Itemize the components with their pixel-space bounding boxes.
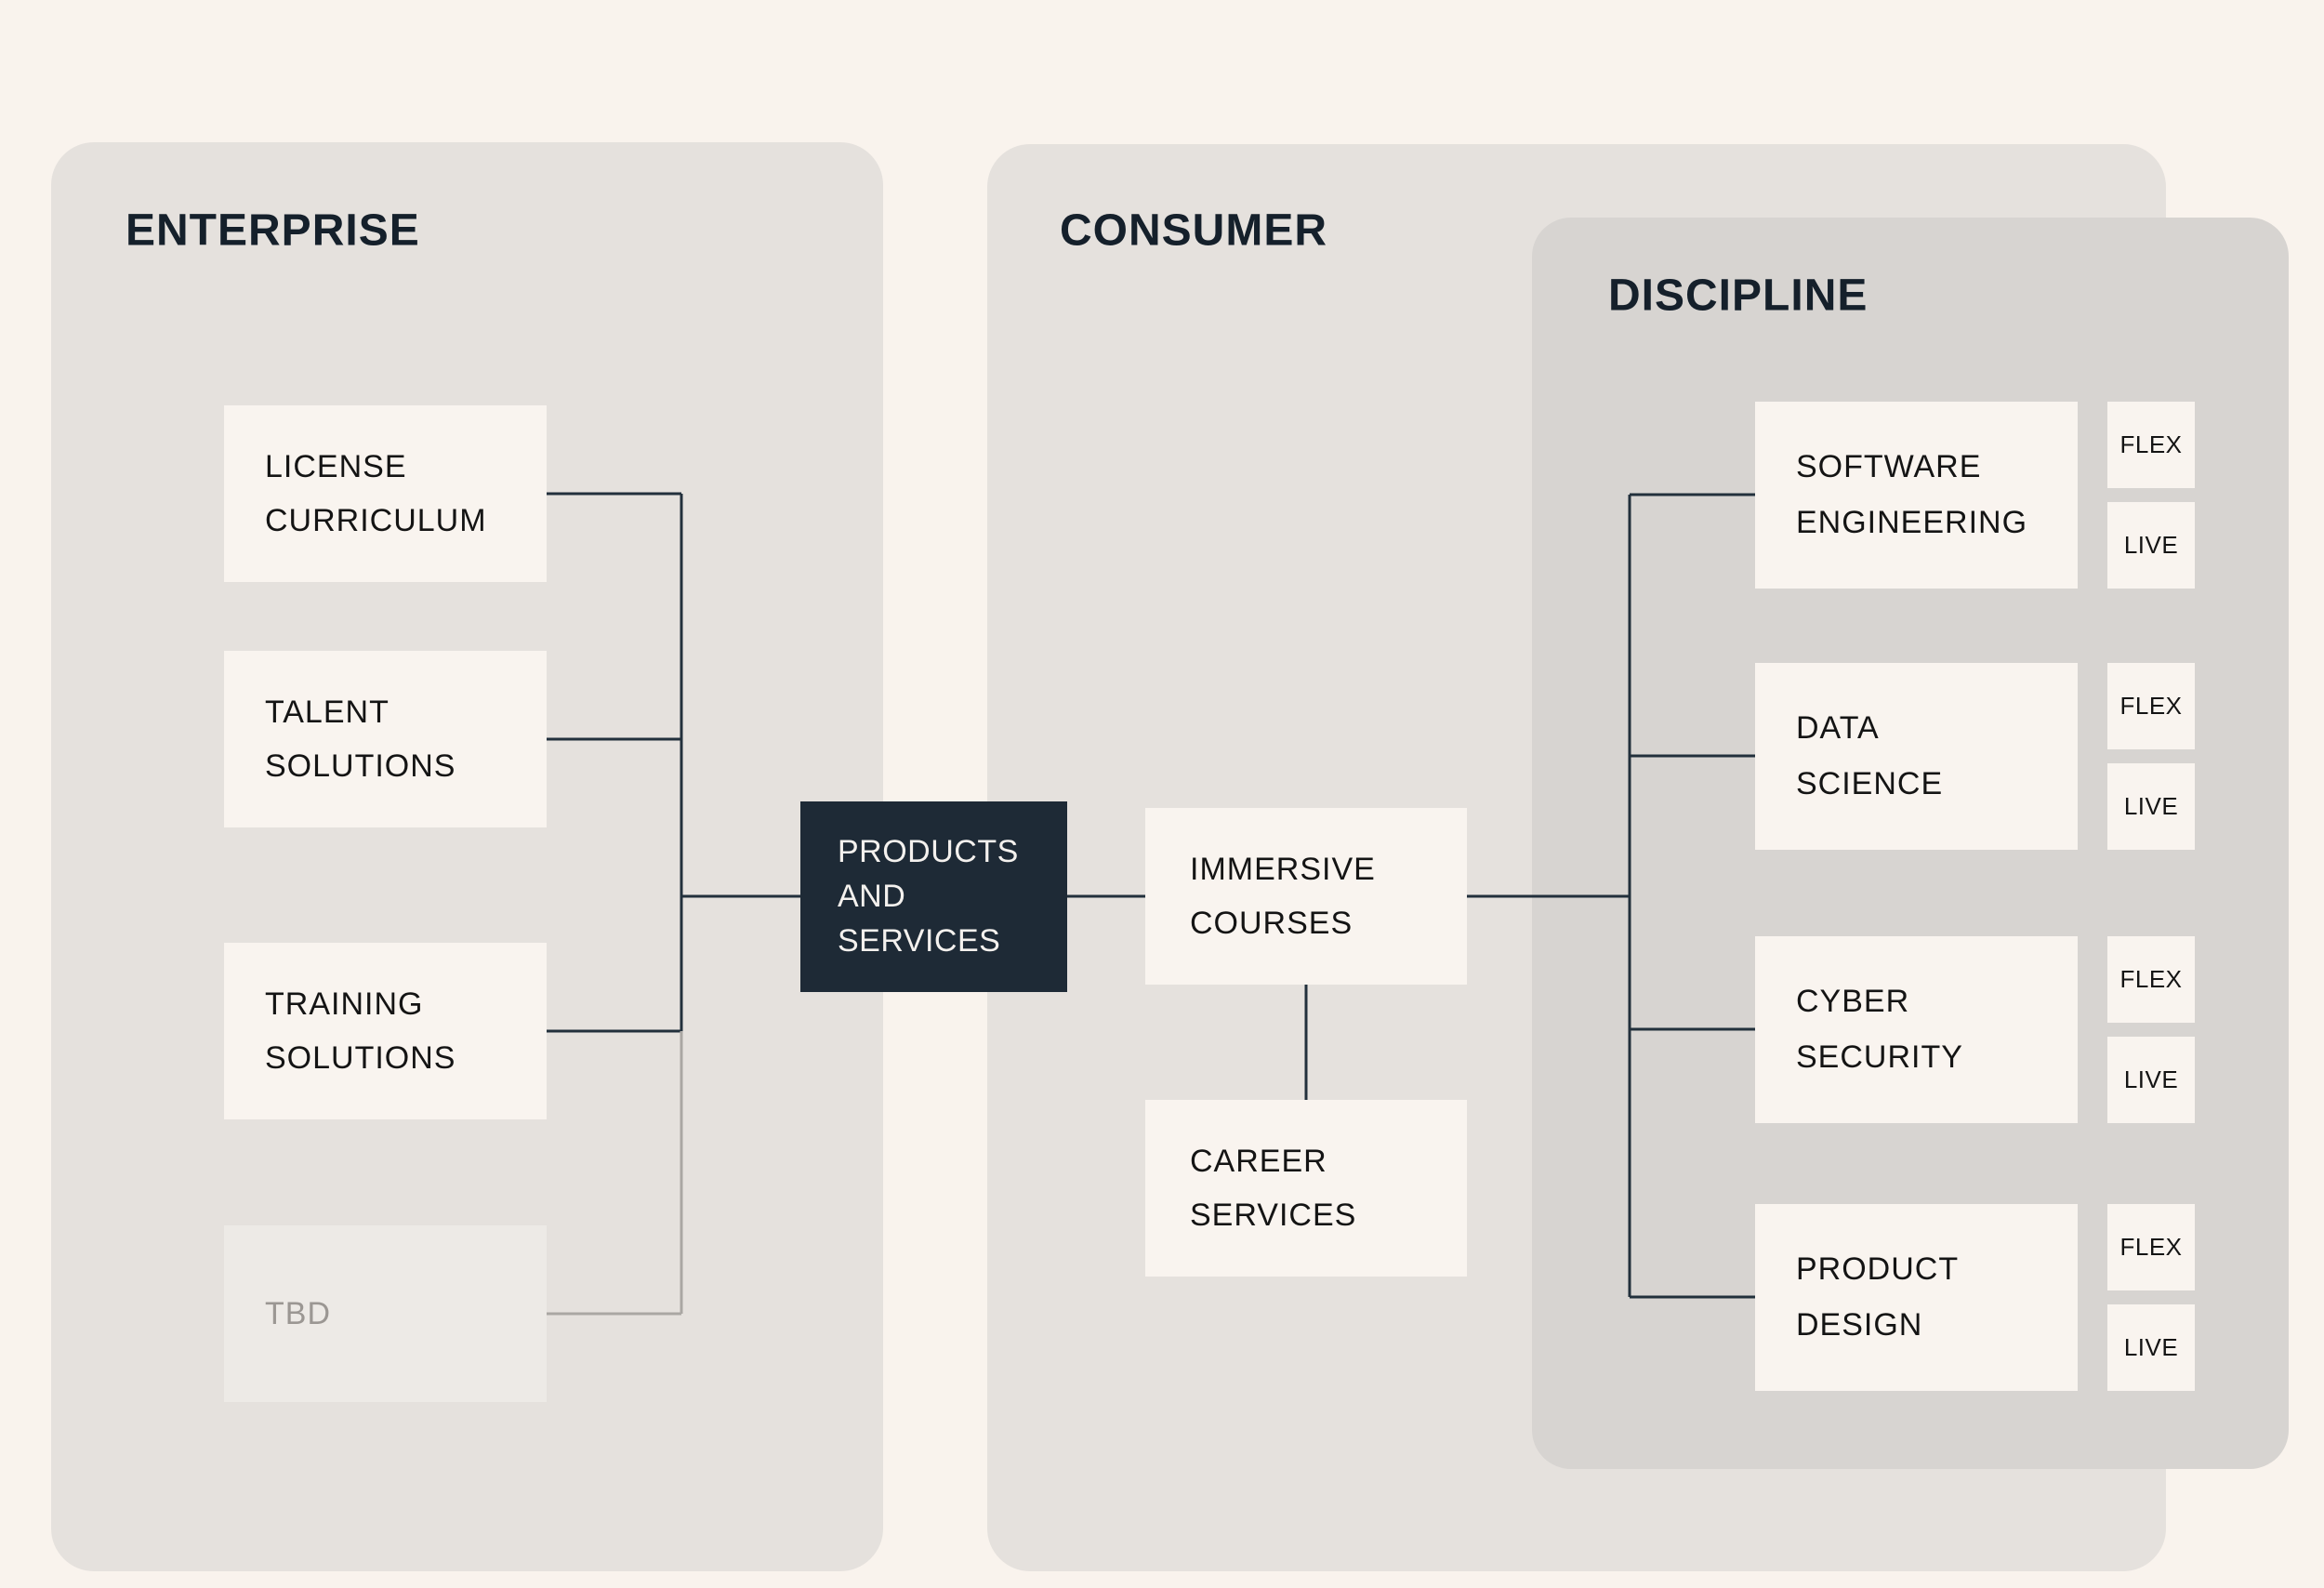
card-product-design (1755, 1204, 2078, 1391)
card-training-solutions-label-line1: TRAINING (265, 986, 423, 1022)
card-cyber-security (1755, 936, 2078, 1123)
card-product-design-label-line2: DESIGN (1796, 1307, 1922, 1343)
card-data-science-label-line2: SCIENCE (1796, 766, 1943, 801)
card-data-science (1755, 663, 2078, 850)
tag-product-live-label: LIVE (2124, 1333, 2178, 1361)
card-tbd-label: TBD (265, 1296, 331, 1331)
card-immersive-courses (1145, 808, 1467, 985)
tag-data-live-label: LIVE (2124, 792, 2178, 820)
tag-data-live (2107, 763, 2195, 850)
card-talent-solutions (224, 651, 547, 827)
tag-data-flex (2107, 663, 2195, 749)
tag-cyber-flex (2107, 936, 2195, 1023)
tag-software-flex (2107, 402, 2195, 488)
card-talent-solutions-label-line1: TALENT (265, 695, 390, 730)
tag-cyber-live (2107, 1037, 2195, 1123)
card-data-science-label-line1: DATA (1796, 710, 1880, 746)
tag-product-flex-label: FLEX (2119, 1233, 2182, 1261)
discipline-panel-title: DISCIPLINE (1608, 271, 1868, 321)
card-career-services (1145, 1100, 1467, 1277)
tag-software-live-label: LIVE (2124, 531, 2178, 559)
card-training-solutions-label-line2: SOLUTIONS (265, 1040, 456, 1076)
hub-products-services (800, 801, 1067, 992)
card-training-solutions (224, 943, 547, 1119)
card-career-services-label-line2: SERVICES (1190, 1198, 1356, 1233)
tag-software-flex-label: FLEX (2119, 430, 2182, 458)
card-software-engineering (1755, 402, 2078, 589)
card-career-services-label-line1: CAREER (1190, 1144, 1327, 1179)
tag-software-live (2107, 502, 2195, 589)
card-immersive-courses-label-line2: COURSES (1190, 906, 1353, 941)
enterprise-panel-title: ENTERPRISE (125, 206, 420, 256)
hub-label-line1: PRODUCTS (838, 834, 1019, 869)
card-cyber-security-label-line2: SECURITY (1796, 1039, 1963, 1075)
card-software-engineering-label-line1: SOFTWARE (1796, 449, 1981, 484)
card-cyber-security-label-line1: CYBER (1796, 984, 1909, 1019)
tag-product-live (2107, 1304, 2195, 1391)
hub-label-line3: SERVICES (838, 923, 1000, 959)
tag-product-flex (2107, 1204, 2195, 1290)
card-product-design-label-line1: PRODUCT (1796, 1251, 1959, 1287)
card-tbd (224, 1225, 547, 1402)
card-license-curriculum-label-line1: LICENSE (265, 449, 407, 484)
card-license-curriculum (224, 405, 547, 582)
tag-cyber-live-label: LIVE (2124, 1065, 2178, 1093)
card-software-engineering-label-line2: ENGINEERING (1796, 505, 2027, 540)
tag-cyber-flex-label: FLEX (2119, 965, 2182, 993)
hub-label-line2: AND (838, 879, 905, 914)
card-license-curriculum-label-line2: CURRICULUM (265, 503, 487, 538)
card-immersive-courses-label-line1: IMMERSIVE (1190, 852, 1376, 887)
consumer-panel-title: CONSUMER (1060, 206, 1327, 256)
card-talent-solutions-label-line2: SOLUTIONS (265, 748, 456, 784)
tag-data-flex-label: FLEX (2119, 692, 2182, 720)
